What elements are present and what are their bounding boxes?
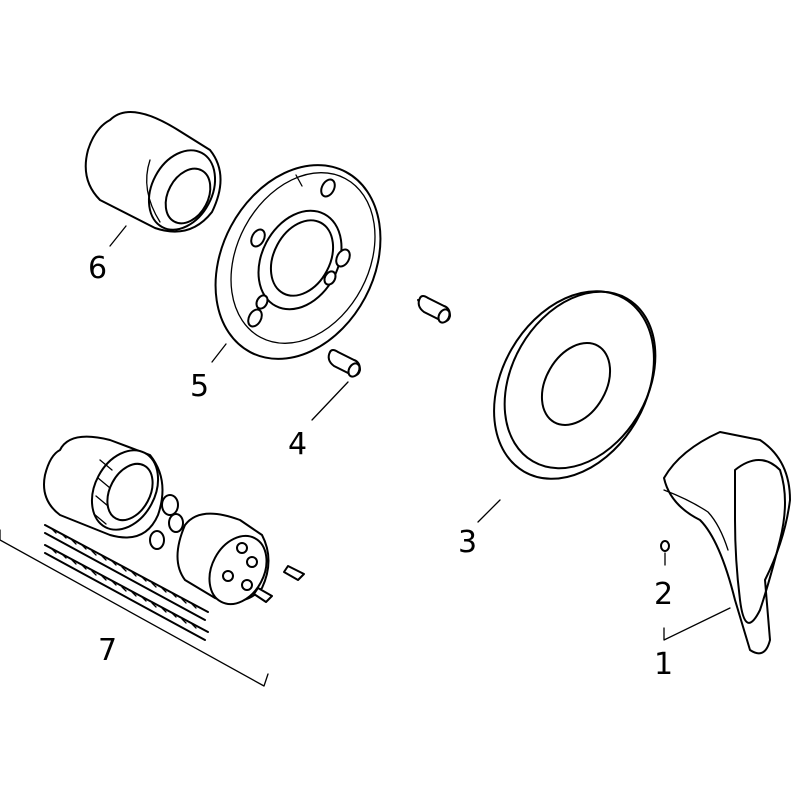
part-3-cover-rosette — [493, 290, 657, 480]
part-1-lever-handle — [663, 431, 791, 655]
part-label-3: 3 — [458, 525, 477, 560]
part-label-4: 4 — [288, 427, 307, 462]
part-4-screw-upper — [417, 295, 451, 324]
part-label-1: 1 — [654, 647, 673, 682]
part-5-mounting-plate — [214, 164, 382, 360]
leader-lines — [0, 225, 731, 687]
part-label-7: 7 — [98, 633, 117, 668]
part-label-6: 6 — [88, 251, 107, 286]
part-label-2: 2 — [654, 577, 673, 612]
part-2-grub-screw — [660, 540, 670, 566]
part-label-5: 5 — [190, 369, 209, 404]
part-7-cartridge-set — [43, 435, 305, 641]
part-6-sleeve — [84, 111, 222, 233]
part-4-screw-lower — [327, 349, 361, 378]
